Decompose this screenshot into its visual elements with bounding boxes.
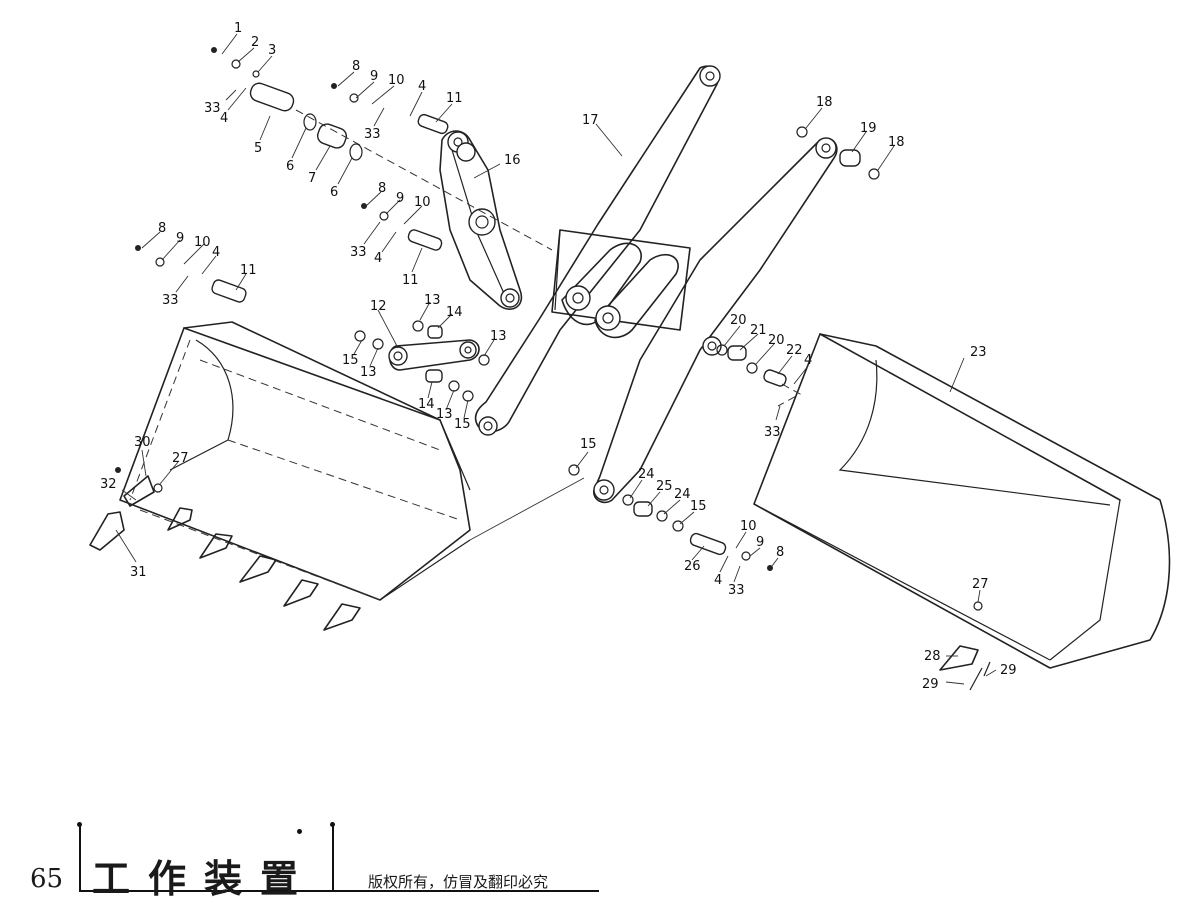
callout-17: 17 [582,113,599,128]
callout-10: 10 [194,235,211,250]
callout-33: 33 [162,293,179,308]
callout-16: 16 [504,153,521,168]
callout-1: 1 [234,21,242,36]
callout-11: 11 [446,91,463,106]
bucket-tooth-right [939,645,979,671]
callout-12: 12 [370,299,387,314]
pins-and-bushings [115,47,991,691]
callout-4: 4 [212,245,220,260]
callout-10: 10 [740,519,757,534]
callout-22: 22 [786,343,803,358]
bucket-right [753,333,1171,669]
callout-32: 32 [100,477,117,492]
callout-24: 24 [638,467,655,482]
callout-25: 25 [656,479,673,494]
callout-8: 8 [776,545,784,560]
callout-21: 21 [750,323,767,338]
callout-18: 18 [816,95,833,110]
callout-15: 15 [342,353,359,368]
callout-15: 15 [454,417,471,432]
callout-4: 4 [374,251,382,266]
copyright-notice: 版权所有，仿冒及翻印必究 [368,873,549,891]
bucket-teeth-left [89,507,361,631]
callout-23: 23 [970,345,987,360]
callout-13: 13 [360,365,377,380]
callout-4: 4 [804,353,812,368]
callout-9: 9 [396,191,404,206]
callout-10: 10 [414,195,431,210]
callout-29: 29 [922,677,939,692]
footer-baseline [79,890,599,892]
footer-dot [330,822,335,827]
callout-33: 33 [764,425,781,440]
callout-7: 7 [308,171,316,186]
callout-31: 31 [130,565,147,580]
callout-14: 14 [446,305,463,320]
callout-9: 9 [176,231,184,246]
callout-28: 28 [924,649,941,664]
callout-8: 8 [352,59,360,74]
callout-4: 4 [418,79,426,94]
callout-20: 20 [768,333,785,348]
callout-8: 8 [378,181,386,196]
callout-33: 33 [364,127,381,142]
callout-20: 20 [730,313,747,328]
bucket-left [119,321,471,601]
callout-14: 14 [418,397,435,412]
callout-2: 2 [251,35,259,50]
callout-33: 33 [728,583,745,598]
footer-divider-left [79,826,81,892]
page-number: 65 [30,864,64,894]
bucket-link [388,339,480,371]
callout-11: 11 [402,273,419,288]
callout-10: 10 [388,73,405,88]
rocker-arm [439,130,523,310]
boom-arms [474,65,838,504]
callout-11: 11 [240,263,257,278]
callout-27: 27 [172,451,189,466]
callout-29: 29 [1000,663,1017,678]
page-title: 工作装置 [92,857,317,901]
callout-18: 18 [888,135,905,150]
callout-30: 30 [134,435,151,450]
callout-15: 15 [690,499,707,514]
callout-labels: 1 2 3 33 4 5 6 7 6 8 9 10 4 11 33 16 17 … [100,21,1017,692]
callout-6: 6 [286,159,294,174]
footer-divider-right [332,826,334,892]
callout-15: 15 [580,437,597,452]
leader-lines [115,33,997,685]
callout-27: 27 [972,577,989,592]
callout-19: 19 [860,121,877,136]
footer-dot [77,822,82,827]
callout-13: 13 [436,407,453,422]
callout-5: 5 [254,141,262,156]
footer-dot [297,829,302,834]
callout-3: 3 [268,43,276,58]
callout-4: 4 [220,111,228,126]
callout-9: 9 [370,69,378,84]
callout-26: 26 [684,559,701,574]
callout-13: 13 [490,329,507,344]
callout-13: 13 [424,293,441,308]
callout-9: 9 [756,535,764,550]
callout-33: 33 [204,101,221,116]
callout-24: 24 [674,487,691,502]
callout-6: 6 [330,185,338,200]
callout-8: 8 [158,221,166,236]
callout-33: 33 [350,245,367,260]
callout-4: 4 [714,573,722,588]
